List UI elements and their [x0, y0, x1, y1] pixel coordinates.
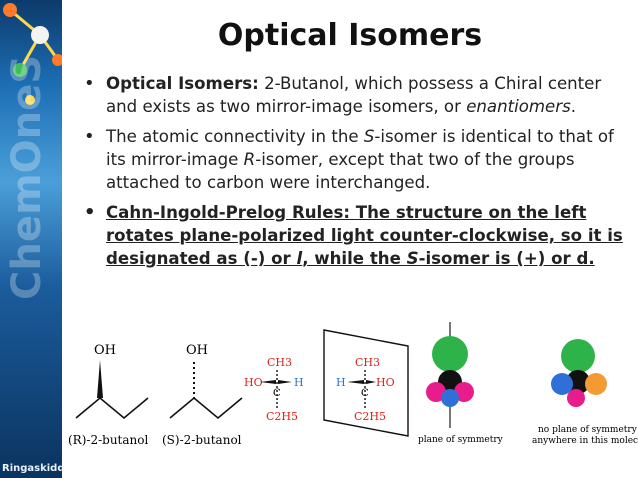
bullet-text-end: -isomer, except that two of the groups a… [106, 150, 575, 192]
c-label: C [273, 388, 281, 399]
fischer-projection-left: CH3 HO H C C2H5 [244, 356, 304, 423]
c-label: C [361, 388, 369, 399]
symmetric-molecule-model: plane of symmetry [418, 322, 504, 445]
bullet-list: Optical Isomers: 2-Butanol, which posses… [84, 72, 624, 277]
bullet-text-end: -isomer is (+) or d. [418, 249, 595, 268]
bullet-text: The atomic connectivity in the [106, 127, 364, 146]
bullet-text-mid: -isomer is identical to that of its mirr… [106, 127, 614, 169]
ho-label: HO [244, 376, 263, 389]
bullet-lead: Optical Isomers: [106, 74, 259, 93]
chiral-molecule-model: no plane of symmetry anywhere in this mo… [532, 339, 638, 446]
molecule-decoration-icon [3, 3, 62, 105]
s-butanol-label: (S)-2-butanol [162, 433, 242, 447]
h-label: H [294, 376, 304, 389]
figures-svg: OH (R)-2-butanol OH (S)-2-butanol CH3 HO… [68, 322, 638, 447]
s-letter: S [363, 127, 375, 146]
sidebar-site-text: Ringaskiddy [2, 463, 62, 474]
bullet-item: Optical Isomers: 2-Butanol, which posses… [84, 72, 624, 118]
oh-label: HO [376, 376, 395, 389]
bullet-text: Cahn-Ingold-Prelog Rules: The structure … [106, 203, 623, 268]
no-plane-label-1: no plane of symmetry [538, 425, 638, 435]
figures-row: OH (R)-2-butanol OH (S)-2-butanol CH3 HO… [62, 318, 638, 468]
plane-of-symmetry-label: plane of symmetry [418, 435, 504, 445]
c2h5-label: C2H5 [354, 410, 386, 423]
sidebar-wordmark: ChemOneS [4, 54, 50, 300]
s-letter: S [406, 249, 419, 268]
bullet-item: Cahn-Ingold-Prelog Rules: The structure … [84, 201, 624, 270]
s-oh-label: OH [186, 343, 208, 358]
no-plane-label-2: anywhere in this molecule [532, 436, 638, 446]
r-oh-label: OH [94, 343, 116, 358]
r-butanol-label: (R)-2-butanol [68, 433, 148, 447]
bullet-item: The atomic connectivity in the S-isomer … [84, 125, 624, 194]
r-butanol-structure: OH (R)-2-butanol [68, 343, 149, 447]
ch3-label: CH3 [267, 356, 292, 369]
bullet-text-mid: , while the [302, 249, 407, 268]
bullet-italic: enantiomers [466, 97, 571, 116]
ch3-label: CH3 [355, 356, 380, 369]
fischer-projection-right: CH3 H HO C C2H5 [323, 329, 409, 437]
bullet-text-end: . [570, 97, 576, 116]
r-letter: R [243, 150, 256, 169]
bullet-text: 2-Butanol, which possess a Chiral center… [106, 74, 602, 116]
l-letter: l [296, 249, 303, 268]
s-butanol-structure: OH (S)-2-butanol [162, 343, 243, 447]
c2h5-label: C2H5 [266, 410, 298, 423]
h-label: H [336, 376, 346, 389]
slide-title: Optical Isomers [217, 18, 483, 53]
sidebar-banner: ChemOneS Ringaskiddy [0, 0, 62, 478]
